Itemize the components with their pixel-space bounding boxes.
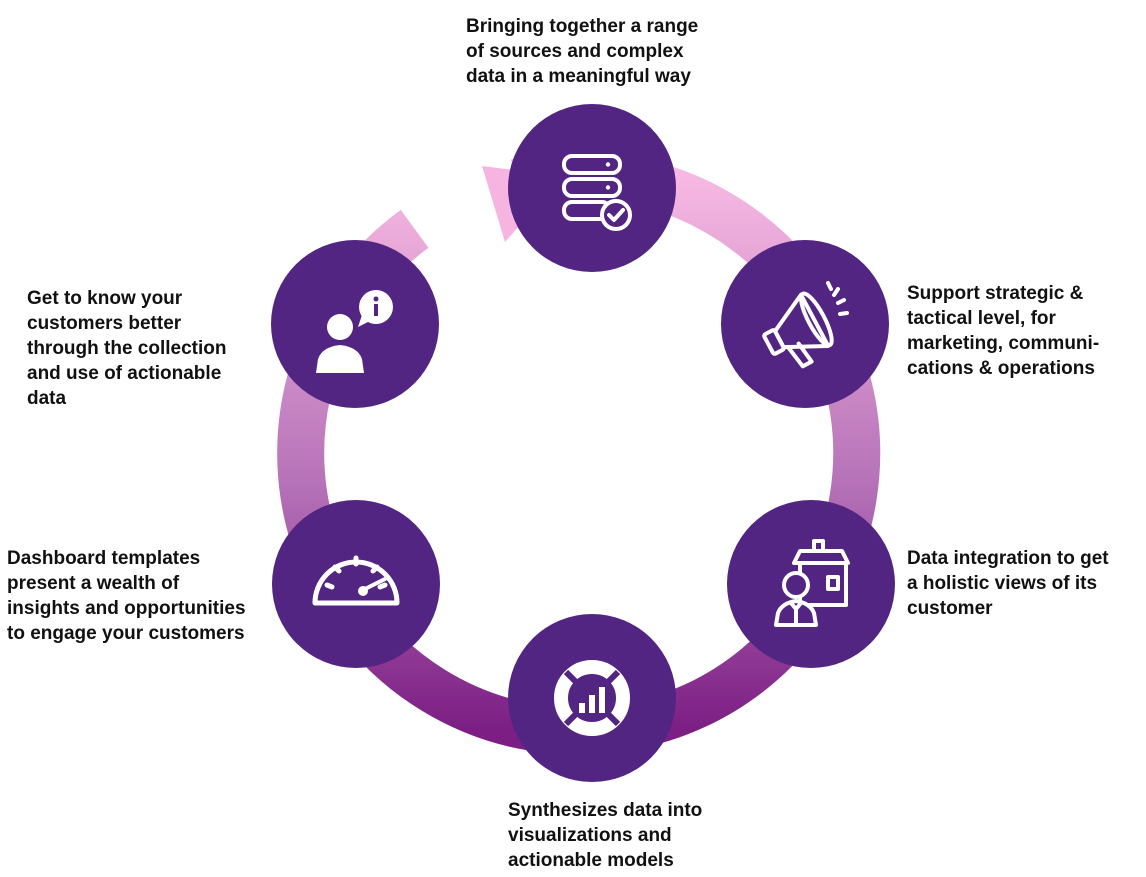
- user-info-icon: [316, 290, 393, 373]
- node-know-customers: [271, 240, 439, 408]
- cycle-ring: [277, 151, 881, 755]
- caption-data-sources: Bringing together a range of sources and…: [466, 16, 699, 87]
- node-dashboard: [272, 500, 440, 668]
- caption-know-customers: Get to know your customers better throug…: [27, 288, 227, 409]
- caption-synthesize: Synthesizes data into visualizations and…: [508, 800, 703, 871]
- speedometer-icon: [312, 555, 400, 606]
- caption-strategic-support: Support strategic & tactical level, for …: [907, 283, 1100, 379]
- node-data-integration: [727, 500, 895, 668]
- node-strategic-support: [721, 240, 889, 408]
- customer-house-icon: [774, 539, 850, 627]
- caption-dashboard: Dashboard templates present a wealth of …: [7, 548, 246, 644]
- server-check-icon: [562, 154, 632, 231]
- megaphone-icon: [762, 281, 849, 369]
- caption-data-integration: Data integration to get a holistic views…: [907, 548, 1109, 619]
- node-data-sources: [508, 104, 676, 272]
- analytics-chart-icon: [554, 660, 630, 736]
- node-synthesize: [508, 614, 676, 782]
